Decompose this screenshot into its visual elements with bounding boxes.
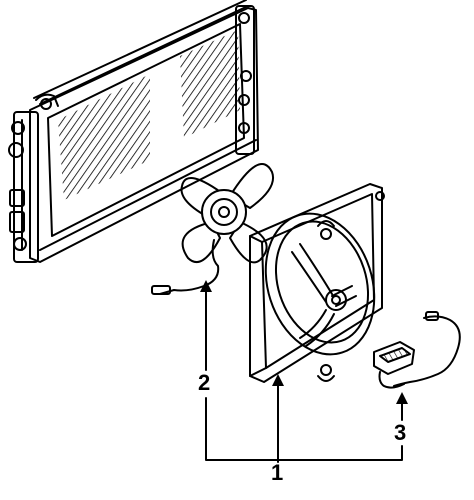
relay-body: [373, 341, 415, 375]
arrowhead-1: [272, 374, 284, 386]
arrowhead-2: [200, 280, 212, 292]
callout-leaders: [200, 280, 408, 463]
radiator: [8, 0, 259, 263]
radiator-left-tank: [13, 111, 39, 263]
shroud-fan-opening: [264, 212, 376, 356]
fan-motor-relay: [373, 311, 461, 389]
callout-label-3: 3: [394, 420, 407, 445]
fan-motor-wire: [159, 239, 220, 295]
relay-wire: [393, 315, 461, 387]
fan-shroud: [249, 183, 385, 383]
cooling-fan-blade: [151, 163, 274, 295]
radiator-core: [47, 23, 245, 237]
shroud-motor-mount: [325, 289, 347, 311]
fan-blade-3: [229, 221, 268, 264]
fan-blade-1: [180, 177, 227, 217]
fan-motor-hub: [201, 189, 247, 235]
callout-bracket: [205, 397, 403, 461]
radiator-fins-right: [180, 30, 240, 138]
fan-blade-2: [229, 163, 274, 209]
shroud-spoke-1: [299, 243, 333, 295]
radiator-core-outline: [29, 7, 259, 263]
radiator-fins-left: [58, 74, 150, 200]
callout-label-1: 1: [271, 460, 284, 485]
fan-motor-connector: [151, 285, 171, 295]
callout-label-2: 2: [198, 370, 211, 395]
relay-connector: [425, 311, 439, 321]
shroud-inner-frame: [261, 193, 375, 369]
arrowhead-3: [396, 392, 408, 404]
radiator-right-tank: [235, 5, 255, 155]
